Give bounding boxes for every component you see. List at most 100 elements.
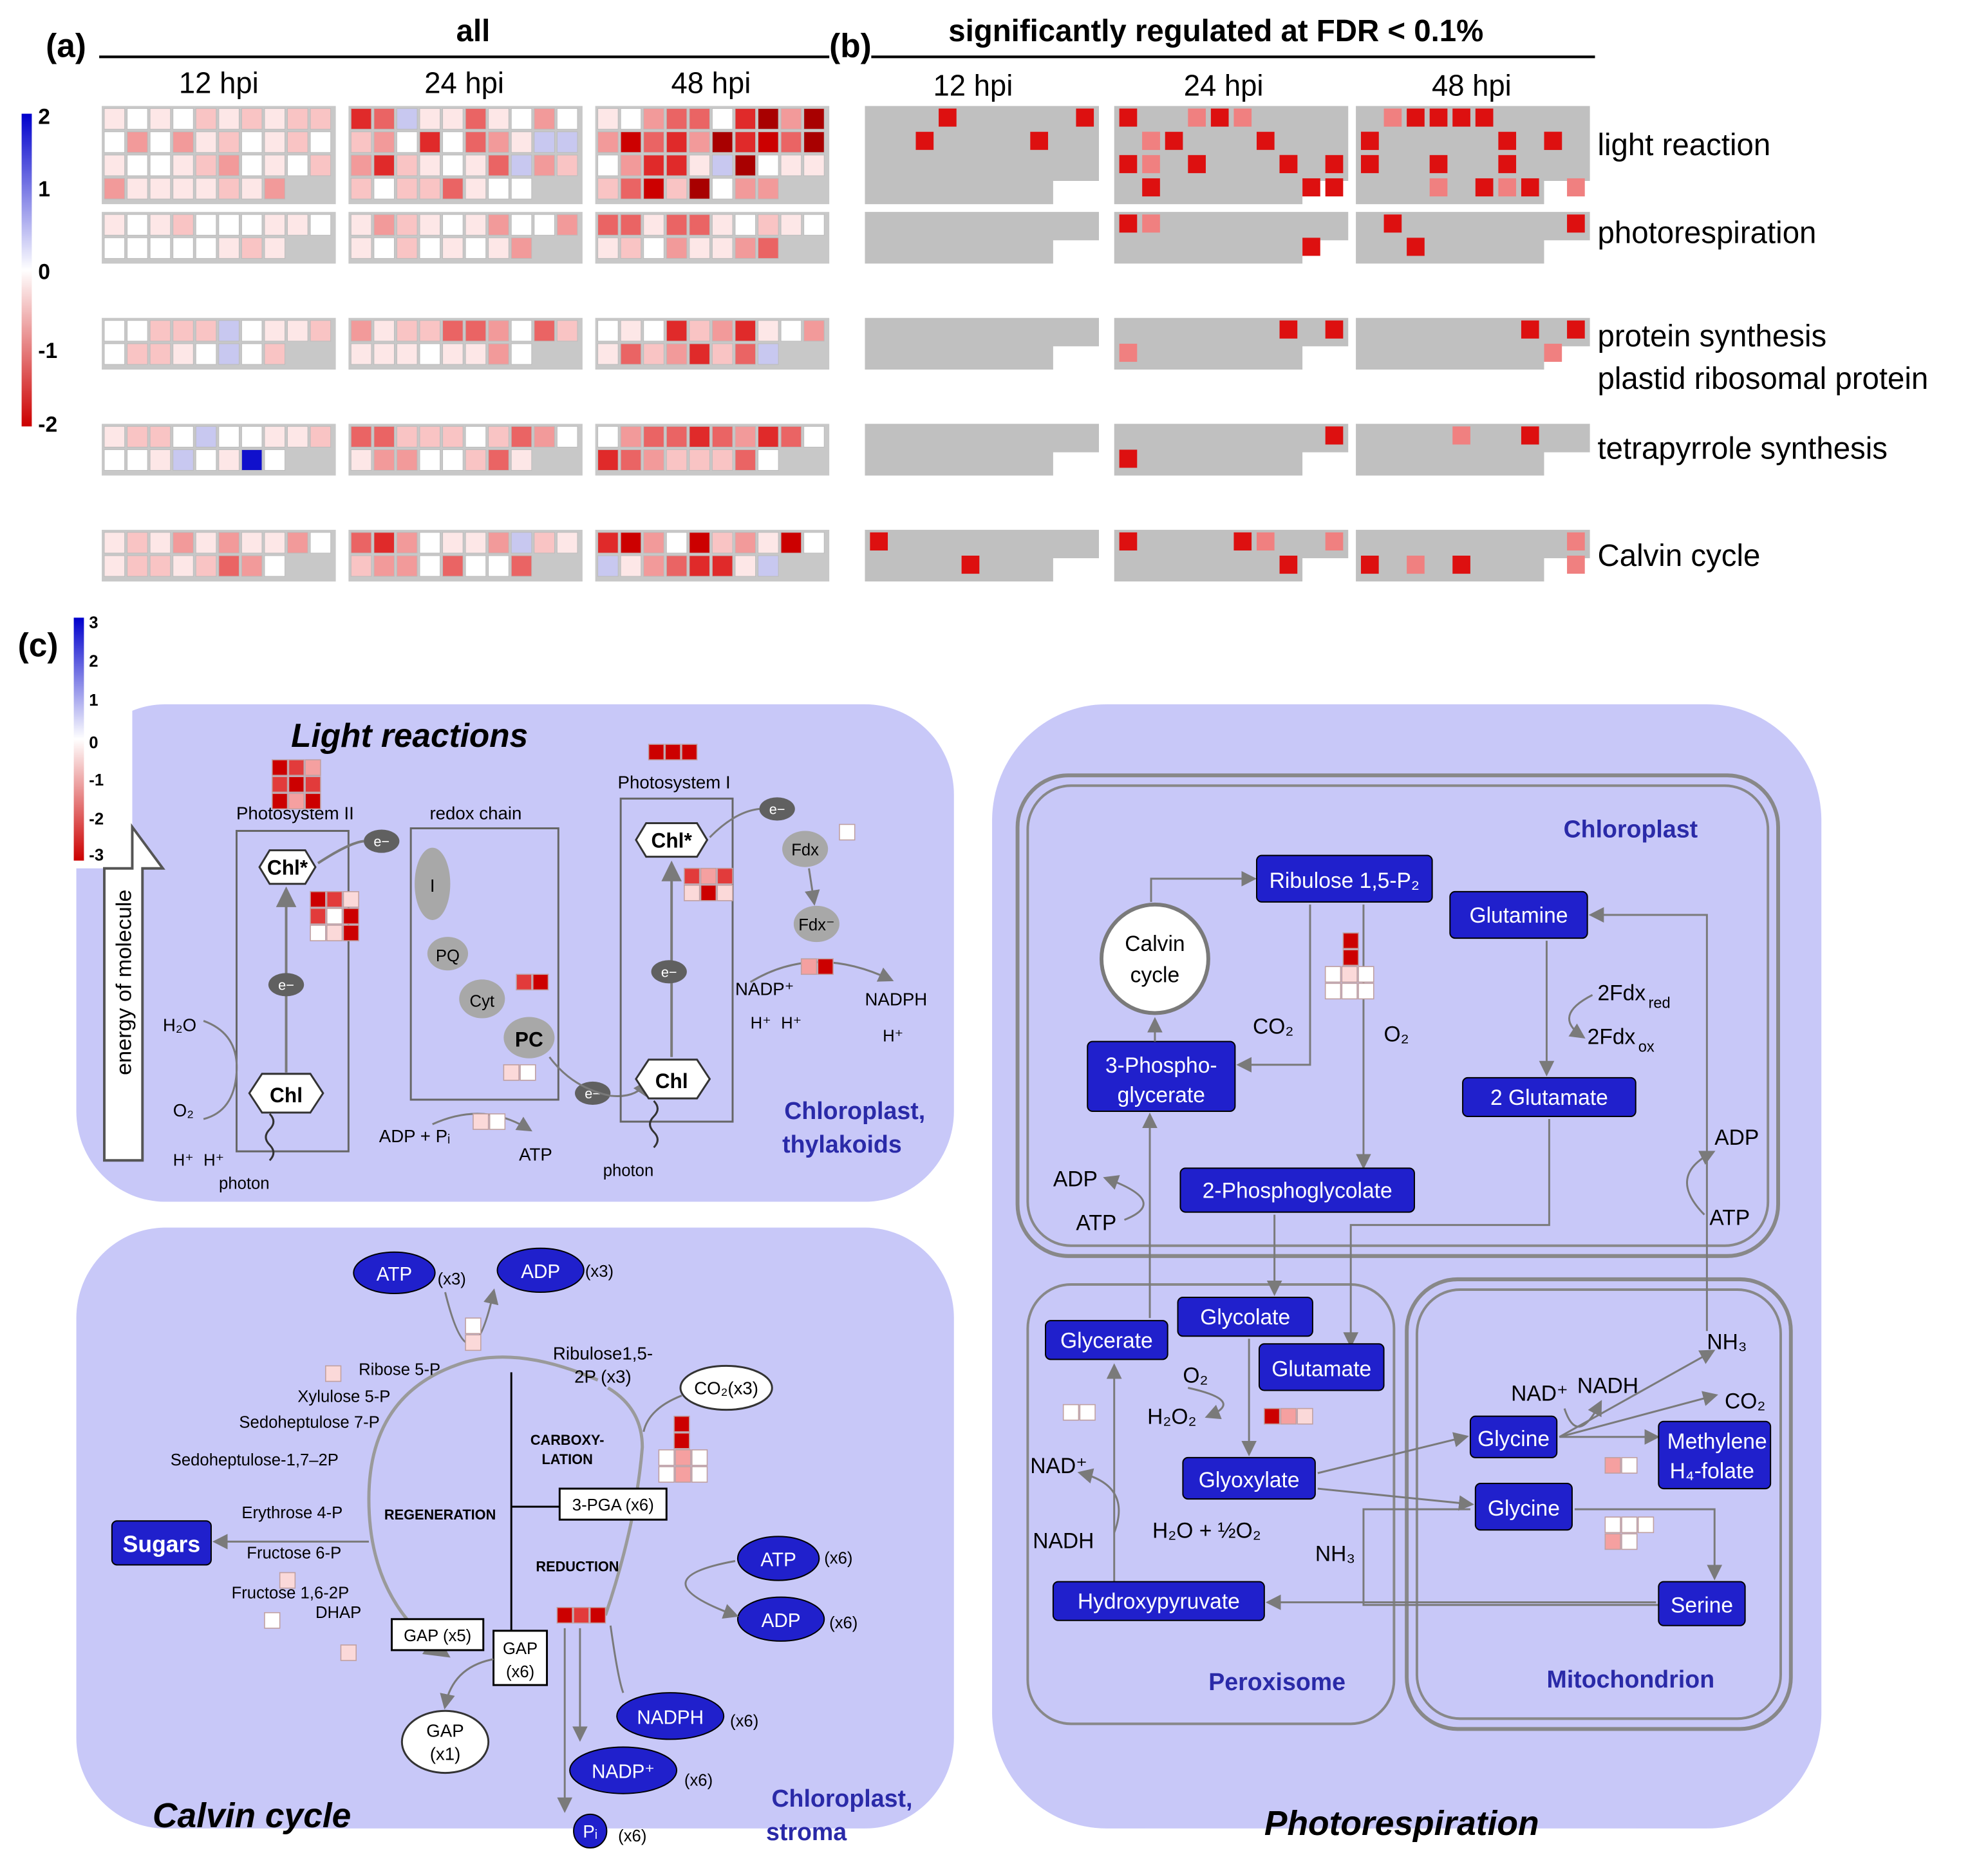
chl-ps1: [635, 1058, 711, 1100]
glycolate-node: [1177, 1297, 1313, 1337]
row-label-photorespiration: photorespiration: [1597, 216, 1816, 250]
significant-cell: [1498, 131, 1517, 150]
heatmap-cell: [597, 532, 619, 554]
mitochondrion-membrane-outer: [1405, 1277, 1793, 1731]
heatmap-cell: [643, 532, 664, 554]
cyt-label: Cyt: [470, 992, 495, 1010]
heatmap-cell: [643, 426, 664, 447]
mito-nh3: NH₃: [1707, 1330, 1747, 1354]
pathway-expression-cell: [675, 1466, 691, 1483]
heatmap-cell: [556, 320, 578, 342]
heatmap-cell: [149, 214, 171, 236]
methylene-node: [1658, 1420, 1772, 1490]
calvin-to-rubp: [1150, 870, 1257, 902]
heatmap-cell: [241, 131, 263, 153]
legend-c-tick: -1: [89, 771, 104, 789]
heatmap-cell: [488, 155, 509, 176]
pathway-expression-cell: [1280, 1407, 1297, 1425]
heatmap-cell: [373, 108, 395, 130]
calvin-cycle-label-2: cycle: [1130, 963, 1180, 987]
heatmap-cell: [758, 108, 779, 130]
heatmap-cell: [735, 237, 756, 259]
heatmap-cell: [666, 449, 688, 471]
heatmap-cell: [241, 532, 263, 554]
sedo7p-label: Sedoheptulose 7-P: [239, 1414, 379, 1432]
heatmap-cell: [149, 320, 171, 342]
heatmap-cell: [264, 555, 286, 577]
heatmap-cell: [195, 343, 217, 365]
diagram-expression-squares: [264, 744, 1655, 1661]
significant-cell: [915, 131, 934, 150]
heatmap-cell: [149, 532, 171, 554]
heatmap-cell: [350, 320, 372, 342]
heatmap-cell: [419, 131, 441, 153]
h2o-label: H₂O: [163, 1015, 196, 1035]
calvin-atp2-label: ATP: [760, 1549, 796, 1570]
heatmap-cell: [735, 449, 756, 471]
pathway-expression-cell: [648, 744, 665, 760]
heatmap-cell: [511, 555, 532, 577]
heatmap-cell: [556, 532, 578, 554]
b-col-12hpi: 12 hpi: [933, 69, 1013, 102]
heatmap-cell: [442, 178, 464, 200]
heatmap-cell: [711, 131, 733, 153]
heatmap-cell: [264, 532, 286, 554]
heatmap-cell: [127, 555, 148, 577]
significant-cell: [1407, 108, 1425, 127]
heatmap-cell: [419, 426, 441, 447]
glyoxylate-label: Glyoxylate: [1199, 1468, 1300, 1492]
mito-nadh: NADH: [1577, 1373, 1638, 1398]
heatmap-cell: [218, 214, 239, 236]
fdx-red-label: Fdx⁻: [798, 916, 834, 934]
chloroplast-label: Chloroplast: [1564, 816, 1698, 843]
significant-cell: [1429, 155, 1448, 173]
glutamine-node: [1449, 890, 1588, 939]
significant-cell: [1119, 343, 1138, 362]
heatmap-cell: [310, 320, 332, 342]
pc-label: PC: [515, 1028, 543, 1051]
panel-b-label: (b): [829, 26, 872, 64]
significant-cell: [1119, 449, 1138, 468]
heatmap-cell: [511, 237, 532, 259]
fdx-arrow-photo: [1568, 994, 1593, 1039]
fdx-arrow: [805, 868, 820, 906]
legend-c-tick: 1: [89, 691, 98, 710]
heatmap-cell: [643, 214, 664, 236]
significant-cell: [1325, 178, 1344, 197]
gs-atp-arrow: [1686, 1151, 1716, 1216]
heatmap-cell: [534, 131, 555, 153]
nadp-hplus-1: H⁺: [751, 1014, 771, 1032]
serine-node: [1658, 1581, 1746, 1626]
heatmap-cell: [597, 449, 619, 471]
significant-cell: [1302, 238, 1320, 256]
chl-star-ps1-label: Chl*: [652, 829, 693, 852]
light-title: Light reactions: [291, 717, 528, 754]
heatmap-cell: [396, 155, 418, 176]
pathway-expression-cell: [1324, 983, 1342, 1000]
mitochondrion-membrane-inner: [1415, 1288, 1782, 1720]
mito-co2: CO₂: [1725, 1389, 1765, 1413]
glycerate-kinase-arrow: [1103, 1175, 1145, 1221]
heatmap-cell: [241, 155, 263, 176]
pathway-expression-cell: [1358, 983, 1374, 1000]
heatmap-cell: [689, 131, 710, 153]
legend-c-tick: -2: [89, 810, 104, 828]
fdx-node: [782, 831, 829, 867]
co2-node: [679, 1364, 773, 1411]
pathway-expression-cell: [489, 1113, 506, 1130]
phosphoglycolate-node: [1179, 1167, 1415, 1213]
heatmap-cell: [104, 178, 126, 200]
light-reactions-diagram: Light reactions energy of molecule Photo…: [103, 717, 927, 1192]
heatmap-cell: [149, 178, 171, 200]
heatmap-cell: [396, 320, 418, 342]
b-col-24hpi: 24 hpi: [1184, 69, 1264, 102]
heatmap-cell: [711, 237, 733, 259]
heatmap-cell: [465, 426, 487, 447]
heatmap-cell: [350, 155, 372, 176]
heatmap-cell: [689, 178, 710, 200]
pathway-expression-cell: [1604, 1516, 1621, 1534]
mitochondrion-label: Mitochondrion: [1547, 1666, 1715, 1693]
row-label-calvin: Calvin cycle: [1597, 539, 1760, 573]
photo-co2: CO₂: [1253, 1014, 1293, 1039]
significant-cell: [961, 556, 980, 574]
